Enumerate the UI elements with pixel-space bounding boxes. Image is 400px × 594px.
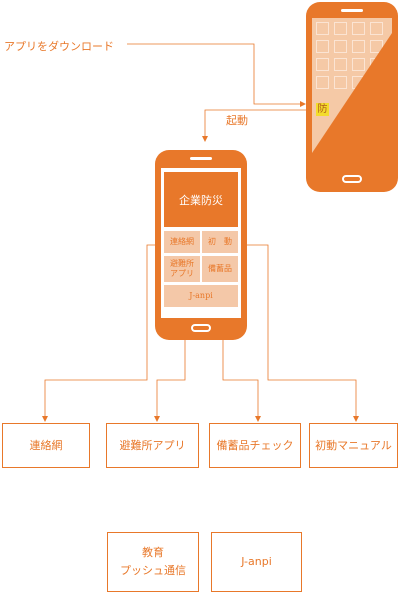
box-contact: 連絡網 (2, 423, 90, 468)
speaker (341, 9, 363, 12)
speaker (190, 157, 212, 160)
launch-label: 起動 (226, 114, 248, 127)
phone-home-screen (306, 2, 398, 192)
phone-app-screen: 企業防災 連絡網 初 動 避難所 アプリ 備蓄品 J-anpi (155, 150, 247, 340)
tile-supplies[interactable]: 備蓄品 (202, 256, 238, 282)
tile-janpi[interactable]: J-anpi (164, 285, 238, 307)
screen-shadow (312, 18, 392, 168)
home-button (342, 175, 362, 183)
box-education: 教育 プッシュ通信 (107, 532, 199, 592)
home-button (191, 324, 211, 332)
box-janpi: J-anpi (211, 532, 302, 592)
app-icon[interactable]: 防 (316, 103, 329, 116)
box-shelter: 避難所アプリ (106, 423, 199, 468)
tile-contact[interactable]: 連絡網 (164, 231, 200, 253)
tile-initial[interactable]: 初 動 (202, 231, 238, 253)
download-label: アプリをダウンロード (4, 40, 114, 53)
home-screen (312, 18, 392, 168)
app-screen: 企業防災 連絡網 初 動 避難所 アプリ 備蓄品 J-anpi (161, 168, 241, 318)
tile-shelter[interactable]: 避難所 アプリ (164, 256, 200, 282)
app-title: 企業防災 (164, 172, 238, 227)
box-supplies: 備蓄品チェック (209, 423, 301, 468)
box-manual: 初動マニュアル (309, 423, 398, 468)
